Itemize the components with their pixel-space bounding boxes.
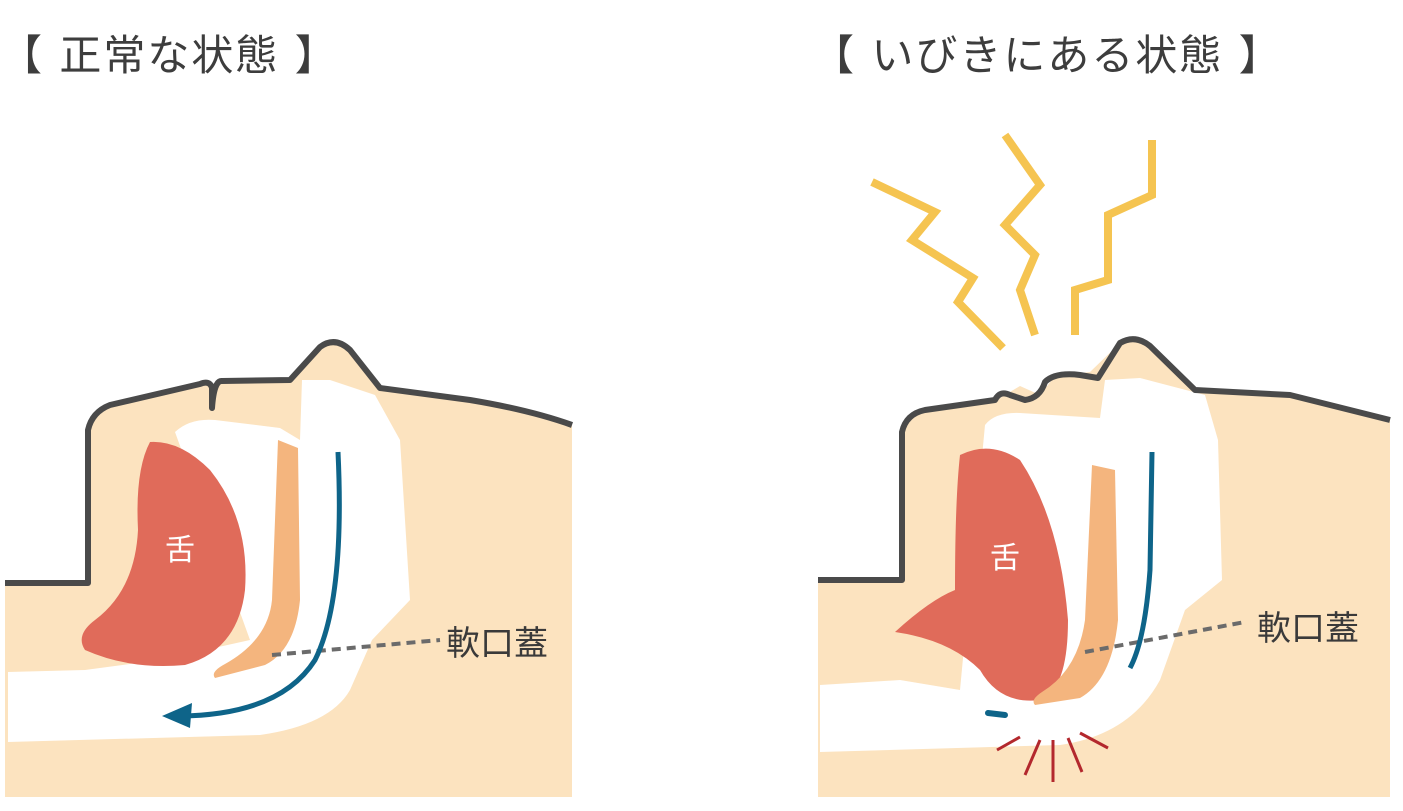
tongue-label: 舌 <box>990 541 1020 576</box>
snoring-state-title: 【 いびきにある状態 】 <box>812 31 1283 80</box>
head-outline <box>5 339 574 586</box>
soft-palate <box>1033 465 1118 705</box>
tongue-label: 舌 <box>165 533 195 568</box>
soft-palate-label: 軟口蓋 <box>446 624 548 664</box>
vibration-lines <box>996 731 1109 782</box>
normal-state-illustration: 舌 軟口蓋 <box>5 339 574 797</box>
leader-line <box>1084 620 1246 654</box>
leader-line <box>271 638 441 657</box>
snoring-state-illustration: 舌 軟口蓋 <box>818 132 1391 797</box>
soft-palate-label: 軟口蓋 <box>1257 609 1359 649</box>
tongue <box>81 441 246 666</box>
snore-sound-lines <box>870 132 1156 351</box>
airflow-line <box>1127 451 1155 670</box>
tongue <box>895 448 1068 701</box>
normal-state-title: 【 正常な状態 】 <box>0 31 339 80</box>
arrow-head-icon <box>162 703 192 728</box>
head-outline <box>818 336 1391 583</box>
airflow-arrow <box>179 451 342 719</box>
airflow-stub <box>985 710 1008 718</box>
soft-palate <box>213 440 300 678</box>
